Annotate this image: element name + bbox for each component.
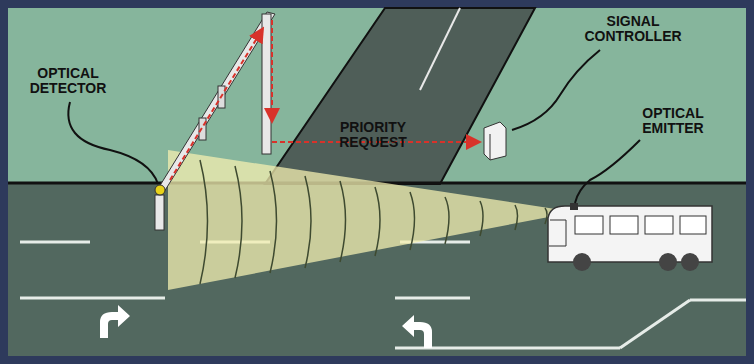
light-beam <box>168 150 575 290</box>
turn-arrow <box>402 315 432 348</box>
cross-street <box>265 8 535 184</box>
signal-controller <box>484 122 506 160</box>
turn-arrow <box>100 305 130 338</box>
bus <box>548 203 712 271</box>
signal-mast <box>155 12 275 230</box>
leader-lines <box>68 50 640 203</box>
callout-label: OPTICAL EMITTER <box>628 106 718 136</box>
optical-detector <box>155 185 165 195</box>
callout-label: SIGNAL CONTROLLER <box>578 14 688 44</box>
grass-area <box>8 8 746 184</box>
beam-waves <box>200 160 547 284</box>
lane-marking <box>420 8 460 90</box>
request-path <box>170 20 478 180</box>
callout-label: PRIORITY REQUEST <box>318 120 428 150</box>
callout-label: OPTICAL DETECTOR <box>18 66 118 96</box>
